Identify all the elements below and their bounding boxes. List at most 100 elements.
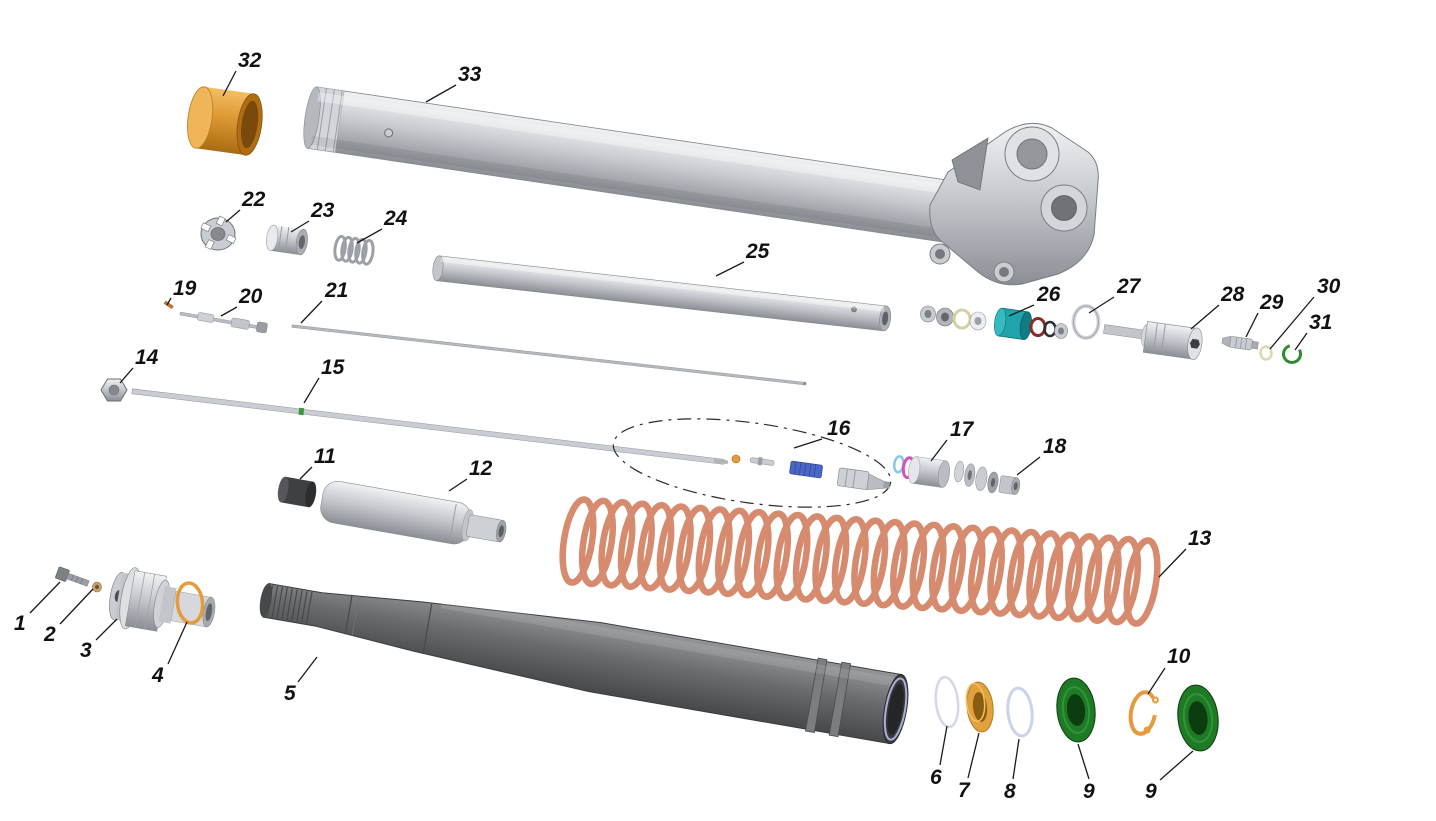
- callout-line-28: [1190, 304, 1220, 330]
- part-11-bumper: [277, 476, 317, 508]
- spring-coil: [1026, 530, 1064, 620]
- part-18-shim-stack: [954, 460, 1021, 495]
- spring-coil: [987, 527, 1025, 617]
- callout-label-21: 21: [324, 279, 348, 302]
- callout-label-10: 10: [1167, 645, 1191, 668]
- part-8-washer: [1006, 686, 1034, 738]
- callout-label-3: 3: [80, 639, 92, 662]
- part-12-seal-head: [320, 480, 507, 545]
- spring-coil: [948, 524, 986, 615]
- callout-line-24: [356, 228, 383, 244]
- callout-label-30: 30: [1317, 275, 1341, 298]
- callout-line-16: [793, 438, 823, 449]
- callout-label-6: 6: [930, 766, 942, 789]
- callout-line-18: [1016, 456, 1041, 476]
- spring-coil: [1065, 532, 1103, 623]
- part-30-washer: [1259, 345, 1273, 361]
- callout-label-1: 1: [14, 612, 26, 635]
- spring-coil: [695, 506, 733, 596]
- callout-label-31: 31: [1309, 311, 1332, 334]
- part-15-push-rod: [131, 388, 729, 465]
- callout-label-25: 25: [745, 240, 770, 263]
- callout-label-28: 28: [1220, 283, 1245, 306]
- spring-coil: [928, 523, 967, 613]
- part-19-pin: [163, 300, 174, 310]
- callout-line-22: [225, 209, 241, 223]
- callout-line-33: [425, 84, 457, 103]
- part-29-bleed-fitting: [1221, 335, 1259, 351]
- callout-label-16: 16: [827, 417, 851, 440]
- callout-label-26: 26: [1036, 283, 1061, 306]
- callout-line-32: [222, 70, 237, 97]
- part-32-bushing: [187, 86, 263, 156]
- part-6-retaining-ring: [934, 675, 960, 729]
- callout-line-29: [1245, 312, 1259, 338]
- callout-line-19: [166, 297, 172, 306]
- callout-line-3: [95, 618, 118, 641]
- spring-coil: [1006, 528, 1044, 619]
- part-2-washer: [92, 581, 102, 593]
- part-9-oil-seal-left: [1056, 677, 1096, 743]
- spring-coil: [559, 496, 597, 586]
- callout-line-30: [1269, 296, 1315, 350]
- spring-coil: [676, 504, 714, 595]
- callout-label-23: 23: [310, 199, 335, 222]
- callout-line-20: [220, 306, 238, 317]
- callout-label-32: 32: [238, 49, 262, 72]
- callout-line-5: [297, 656, 318, 683]
- spring-coil: [890, 520, 928, 610]
- callout-label-2: 2: [43, 623, 56, 646]
- callout-line-27: [1088, 296, 1115, 314]
- callout-line-31: [1294, 332, 1308, 351]
- spring-coil: [656, 503, 694, 593]
- part-28-compression-adjuster: [1103, 321, 1203, 360]
- spring-coil: [637, 501, 675, 592]
- callout-line-7: [967, 732, 980, 779]
- callout-label-4: 4: [151, 664, 164, 687]
- spring-coil: [578, 497, 617, 588]
- callout-line-21: [300, 300, 323, 324]
- callout-label-9a: 9: [1083, 780, 1095, 803]
- part-26-teal-piston: [994, 307, 1032, 340]
- spring-coil: [812, 514, 850, 605]
- spring-coil: [909, 521, 947, 612]
- callout-label-33: 33: [458, 63, 482, 86]
- callout-label-13: 13: [1188, 527, 1212, 550]
- spring-coil: [715, 507, 753, 598]
- callout-label-20: 20: [238, 285, 263, 308]
- callout-line-2: [59, 588, 94, 625]
- callout-label-14: 14: [135, 346, 159, 369]
- spring-coil: [753, 510, 792, 600]
- callout-label-9b: 9: [1145, 780, 1157, 803]
- part-24-small-spring: [333, 234, 375, 266]
- part-21-long-rod: [291, 324, 807, 386]
- callout-label-22: 22: [241, 188, 266, 211]
- callout-line-26: [1008, 304, 1035, 317]
- callout-line-8: [1012, 738, 1020, 780]
- part-4-oring: [175, 581, 205, 625]
- spring-coil: [792, 513, 830, 603]
- callout-line-9b: [1159, 750, 1194, 781]
- spring-coil: [1123, 537, 1161, 627]
- callout-label-15: 15: [321, 356, 345, 379]
- callout-label-17: 17: [950, 418, 975, 441]
- callout-label-29: 29: [1259, 291, 1284, 314]
- callout-line-9a: [1077, 743, 1090, 780]
- callout-line-10: [1147, 667, 1166, 695]
- callout-label-19: 19: [173, 277, 197, 300]
- part-10-snap-ring: [1128, 690, 1159, 736]
- callout-line-6: [939, 725, 948, 766]
- part-16-dashed-boundary: [612, 418, 892, 508]
- part-16-needle-assembly: [612, 418, 892, 508]
- callout-line-4: [167, 621, 188, 665]
- callout-label-7: 7: [958, 779, 971, 802]
- part-33-upper-tube: [303, 86, 956, 243]
- spring-coil: [1084, 534, 1122, 624]
- spring-coil: [870, 518, 908, 609]
- part-17-piston: [892, 455, 950, 488]
- part-23-adjuster-cap: [266, 224, 308, 256]
- spring-coil: [598, 499, 636, 589]
- part-9-oil-seal-right: [1177, 684, 1219, 752]
